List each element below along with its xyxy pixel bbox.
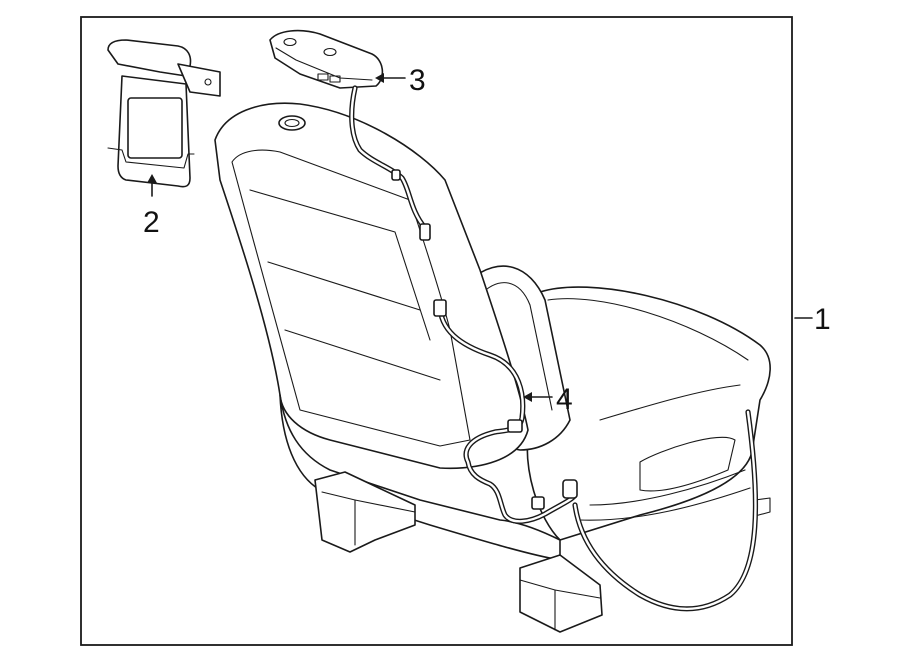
callout-3: 3 xyxy=(375,64,426,97)
callout-label-1: 1 xyxy=(814,303,831,336)
bracket-module xyxy=(107,39,221,188)
callout-2: 2 xyxy=(143,174,160,239)
diagram-frame xyxy=(80,16,793,646)
headrest-module xyxy=(269,29,431,241)
seat-back xyxy=(214,102,529,470)
callout-label-3: 3 xyxy=(409,64,426,97)
callout-label-4: 4 xyxy=(556,383,573,416)
seat-assembly xyxy=(214,102,771,633)
callout-4: 4 xyxy=(523,383,573,416)
callout-1: 1 xyxy=(794,303,831,336)
callout-label-2: 2 xyxy=(143,206,160,239)
seat-rail-right xyxy=(519,554,603,633)
seat-rail-left xyxy=(314,471,416,553)
wire-harness xyxy=(433,299,759,612)
